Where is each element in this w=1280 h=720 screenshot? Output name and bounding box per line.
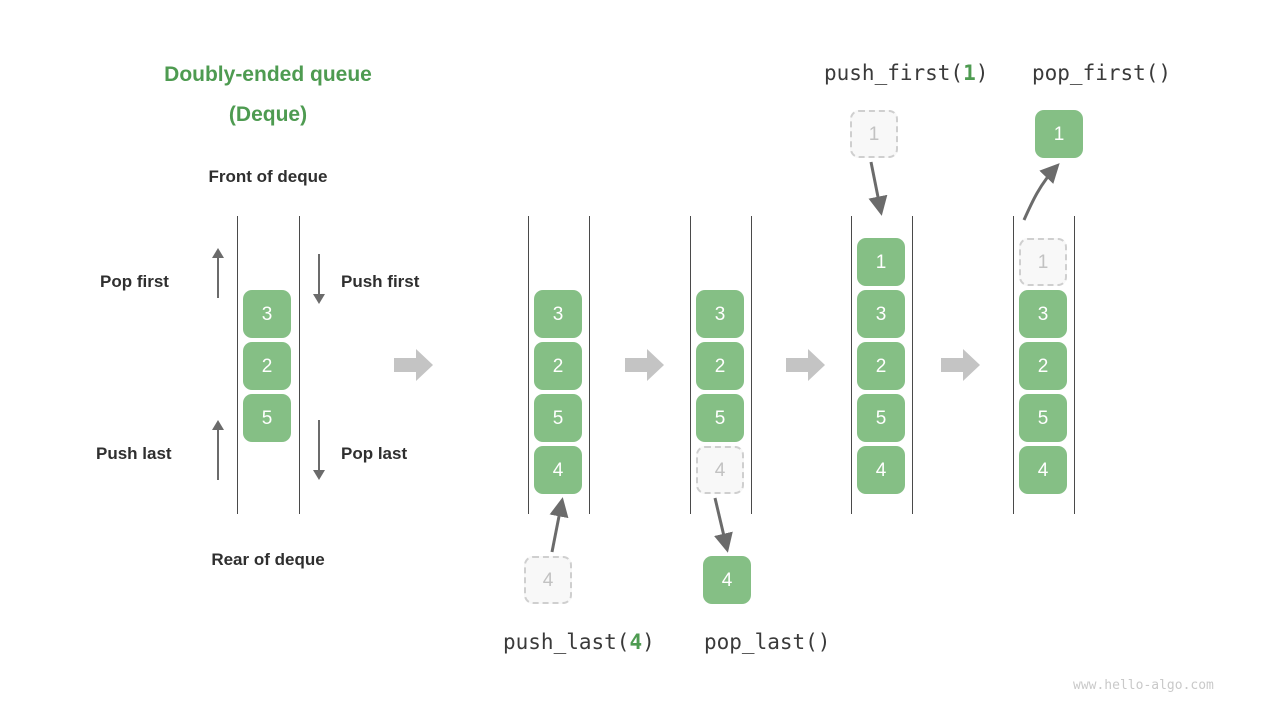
caption-push-first-close: )	[975, 61, 989, 85]
incoming-element-ghost: 4	[524, 556, 572, 604]
caption-push-last: push_last(4)	[503, 629, 655, 655]
deque-box: 5	[243, 394, 291, 442]
popped-element: 4	[703, 556, 751, 604]
deque-box: 5	[1019, 394, 1067, 442]
push-first-arrow-icon	[312, 254, 326, 304]
step-arrow-icon	[625, 348, 665, 382]
caption-push-last-name: push_last(	[503, 630, 630, 654]
caption-pop-first: pop_first()	[1032, 60, 1171, 86]
stage-pop-last-rail-left	[690, 216, 691, 514]
caption-push-last-close: )	[642, 630, 655, 654]
front-of-deque-label: Front of deque	[208, 167, 328, 186]
deque-box: 4	[857, 446, 905, 494]
stage-pop-first-rail-right	[1074, 216, 1075, 514]
pop-first-arrow-icon	[211, 248, 225, 298]
deque-box: 3	[534, 290, 582, 338]
rear-of-deque-label: Rear of deque	[211, 550, 325, 569]
removed-element-ghost: 4	[696, 446, 744, 494]
caption-push-first-name: push_first(	[824, 61, 964, 85]
deque-box: 5	[534, 394, 582, 442]
pop-last-label: Pop last	[341, 444, 408, 463]
stage-push-last-rail-left	[528, 216, 529, 514]
pop-first-flow-arrow-icon	[1022, 163, 1060, 221]
caption-push-first-arg: 1	[963, 61, 976, 85]
step-arrow-icon	[786, 348, 826, 382]
pop-last-flow-arrow-icon	[713, 497, 733, 553]
schematic-rail-right	[299, 216, 300, 514]
popped-element: 1	[1035, 110, 1083, 158]
stage-push-last-rail-right	[589, 216, 590, 514]
push-last-flow-arrow-icon	[549, 497, 569, 553]
incoming-element-ghost: 1	[850, 110, 898, 158]
push-first-label: Push first	[341, 272, 420, 291]
deque-box: 4	[534, 446, 582, 494]
caption-pop-first-name: pop_first()	[1032, 61, 1172, 85]
deque-box: 2	[243, 342, 291, 390]
deque-box: 3	[857, 290, 905, 338]
deque-box: 4	[1019, 446, 1067, 494]
deque-box: 3	[1019, 290, 1067, 338]
deque-box: 5	[857, 394, 905, 442]
schematic-rail-left	[237, 216, 238, 514]
stage-pop-last-rail-right	[751, 216, 752, 514]
deque-box: 2	[1019, 342, 1067, 390]
deque-box: 2	[857, 342, 905, 390]
diagram-title-line2: (Deque)	[228, 103, 308, 126]
stage-push-first-rail-right	[912, 216, 913, 514]
removed-element-ghost: 1	[1019, 238, 1067, 286]
deque-box: 3	[696, 290, 744, 338]
step-arrow-icon	[941, 348, 981, 382]
step-arrow-icon	[394, 348, 434, 382]
diagram-title-line1: Doubly-ended queue	[164, 63, 372, 86]
pop-first-label: Pop first	[100, 272, 169, 291]
watermark: www.hello-algo.com	[1073, 678, 1214, 693]
deque-box: 5	[696, 394, 744, 442]
push-first-flow-arrow-icon	[868, 161, 888, 216]
push-last-label: Push last	[96, 444, 172, 463]
caption-pop-last-name: pop_last()	[704, 630, 831, 654]
caption-pop-last: pop_last()	[704, 629, 830, 655]
stage-pop-first-rail-left	[1013, 216, 1014, 514]
deque-box: 3	[243, 290, 291, 338]
pop-last-arrow-icon	[312, 420, 326, 480]
push-last-arrow-icon	[211, 420, 225, 480]
deque-box: 2	[534, 342, 582, 390]
caption-push-first: push_first(1)	[824, 60, 988, 86]
deque-box: 1	[857, 238, 905, 286]
deque-box: 2	[696, 342, 744, 390]
stage-push-first-rail-left	[851, 216, 852, 514]
caption-push-last-arg: 4	[629, 630, 643, 654]
